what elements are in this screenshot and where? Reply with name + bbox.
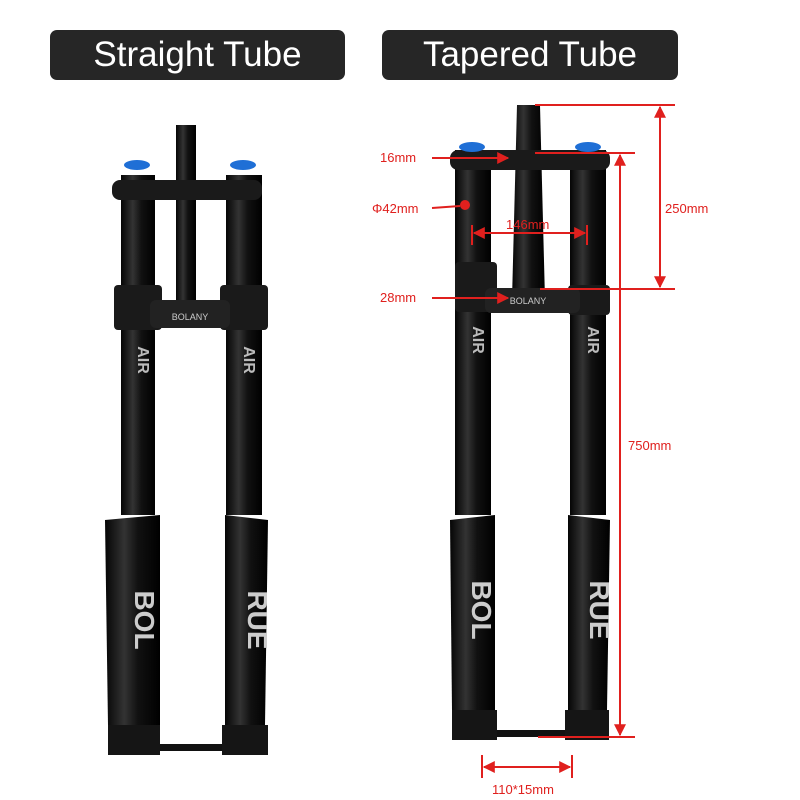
steerer-clamp-dimension: 16mm: [380, 150, 416, 165]
straight-tube-fork: AIR AIR BOLANY BOL RUE: [105, 125, 273, 755]
dropout: [565, 710, 609, 740]
tapered-tube-fork: AIR AIR BOLANY BOL RUE: [450, 105, 615, 740]
axle-dimension: 110*15mm: [492, 782, 554, 797]
lower-leg-right: [568, 515, 610, 710]
lower-clamp-dimension: 28mm: [380, 290, 416, 305]
dropout: [222, 725, 268, 755]
cap-icon: [124, 160, 150, 170]
stanchion-left: [455, 150, 491, 515]
stanchion-right: [570, 150, 606, 515]
top-crown: [450, 150, 610, 170]
cap-icon: [459, 142, 485, 152]
total-length-dimension: 750mm: [628, 438, 671, 453]
straight-tube-label: Straight Tube: [50, 30, 345, 80]
stanchion-brand: AIR: [240, 346, 257, 374]
lower-leg-left: [450, 515, 495, 710]
stanchion-left: [121, 175, 155, 515]
steerer-tube: [176, 125, 196, 310]
stanchion-brand: AIR: [584, 326, 601, 354]
top-crown: [112, 180, 262, 200]
lower-brand: RUE: [584, 580, 615, 639]
lower-brand: BOL: [129, 590, 160, 649]
diameter-dot: [460, 200, 470, 210]
stanchion-brand: AIR: [134, 346, 151, 374]
stanchion-spacing-dimension: 146mm: [506, 217, 549, 232]
lower-brand: BOL: [466, 580, 497, 639]
lower-brand: RUE: [242, 590, 273, 649]
steerer-tube: [512, 105, 545, 300]
axle: [460, 730, 595, 737]
dropout: [452, 710, 497, 740]
crown-brand: BOLANY: [510, 296, 547, 306]
axle: [115, 744, 250, 751]
stanchion-right: [226, 175, 262, 515]
crown-spacing-dimension: 250mm: [665, 201, 708, 216]
lower-leg-left: [105, 515, 160, 725]
crown-brand: BOLANY: [172, 312, 209, 322]
cap-icon: [230, 160, 256, 170]
stanchion-diameter-dimension: Φ42mm: [372, 201, 419, 216]
diameter-pointer: [431, 205, 461, 209]
crown-clamp: [220, 285, 268, 330]
tapered-tube-label: Tapered Tube: [382, 30, 678, 80]
dropout: [108, 725, 160, 755]
cap-icon: [575, 142, 601, 152]
stanchion-brand: AIR: [469, 326, 486, 354]
bottom-crown: [150, 300, 230, 328]
dimension-annotations: [431, 104, 675, 778]
lower-leg-right: [225, 515, 268, 725]
